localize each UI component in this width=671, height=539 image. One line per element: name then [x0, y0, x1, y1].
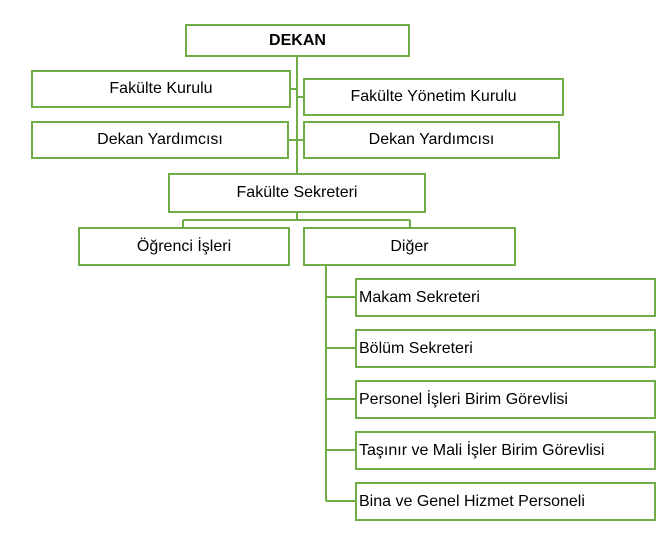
other-item-box: Bina ve Genel Hizmet Personeli — [355, 482, 656, 521]
ogrenci-isleri-label: Öğrenci İşleri — [136, 237, 232, 255]
other-item-label: Taşınır ve Mali İşler Birim Görevlisi — [359, 441, 605, 459]
diger-box: Diğer — [303, 227, 516, 266]
dekan-yardimcisi-left-box: Dekan Yardımcısı — [31, 121, 289, 159]
fakulte-sekreteri-box: Fakülte Sekreteri — [168, 173, 426, 213]
other-item-box: Personel İşleri Birim Görevlisi — [355, 380, 656, 419]
fakulte-yonetim-kurulu-label: Fakülte Yönetim Kurulu — [350, 88, 517, 105]
diger-label: Diğer — [390, 237, 429, 255]
fakulte-kurulu-box: Fakülte Kurulu — [31, 70, 291, 108]
fakulte-yonetim-kurulu-box: Fakülte Yönetim Kurulu — [303, 78, 564, 116]
dekan-yardimcisi-right-label: Dekan Yardımcısı — [368, 131, 495, 148]
other-item-label: Bina ve Genel Hizmet Personeli — [359, 492, 585, 510]
dekan-box: DEKAN — [185, 24, 410, 57]
other-item-label: Personel İşleri Birim Görevlisi — [359, 390, 568, 408]
other-item-label: Makam Sekreteri — [359, 288, 480, 306]
fakulte-kurulu-label: Fakülte Kurulu — [109, 80, 213, 97]
other-item-box: Taşınır ve Mali İşler Birim Görevlisi — [355, 431, 656, 470]
dekan-yardimcisi-left-label: Dekan Yardımcısı — [97, 131, 223, 148]
dekan-yardimcisi-right-box: Dekan Yardımcısı — [303, 121, 560, 159]
dekan-label: DEKAN — [269, 31, 326, 49]
other-item-label: Bölüm Sekreteri — [359, 339, 473, 357]
other-item-box: Makam Sekreteri — [355, 278, 656, 317]
ogrenci-isleri-box: Öğrenci İşleri — [78, 227, 290, 266]
other-item-box: Bölüm Sekreteri — [355, 329, 656, 368]
fakulte-sekreteri-label: Fakülte Sekreteri — [236, 184, 358, 201]
